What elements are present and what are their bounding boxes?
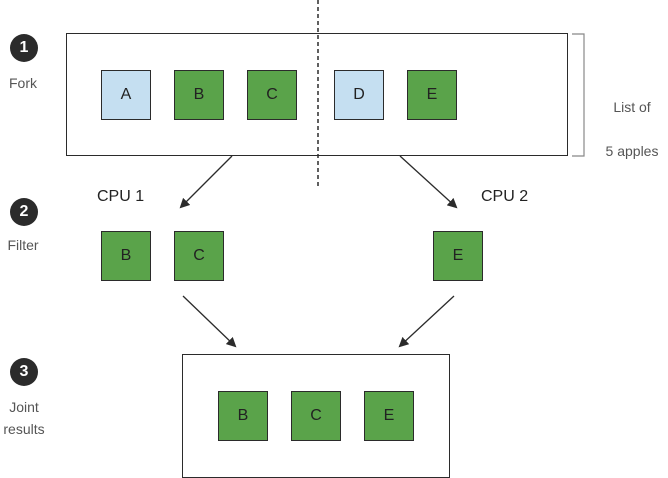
- step-3-label-line1: Joint: [9, 399, 39, 415]
- list-side-label: List of 5 apples: [596, 74, 668, 184]
- result-apple-b: B: [218, 391, 268, 441]
- cpu-2-label: CPU 2: [481, 188, 529, 205]
- result-apple-c: C: [291, 391, 341, 441]
- input-list-frame: [66, 33, 568, 156]
- step-3-label: Joint results: [0, 396, 48, 440]
- step-1-label: Fork: [9, 75, 37, 91]
- input-apple-c: C: [247, 70, 297, 120]
- input-apple-e: E: [407, 70, 457, 120]
- input-apple-a: A: [101, 70, 151, 120]
- list-side-label-line1: List of: [613, 99, 651, 115]
- step-1-marker: 1: [10, 34, 38, 62]
- cpu-2-filtered-e: E: [433, 231, 483, 281]
- step-3-marker: 3: [10, 358, 38, 386]
- cpu-1-filtered-b: B: [101, 231, 151, 281]
- step-3-label-line2: results: [3, 421, 45, 437]
- arrow-fork-to-cpu2: [399, 155, 458, 209]
- input-apple-b: B: [174, 70, 224, 120]
- arrow-fork-to-cpu1: [179, 155, 233, 209]
- step-2-marker: 2: [10, 198, 38, 226]
- list-side-label-line2: 5 apples: [605, 143, 659, 159]
- cpu-1-label: CPU 1: [97, 188, 145, 205]
- list-bracket: [572, 33, 585, 157]
- step-2-label: Filter: [7, 237, 39, 253]
- cpu-1-filtered-c: C: [174, 231, 224, 281]
- input-apple-d: D: [334, 70, 384, 120]
- result-apple-e: E: [364, 391, 414, 441]
- arrow-cpu1-to-results: [182, 295, 237, 348]
- arrow-cpu2-to-results: [398, 295, 455, 348]
